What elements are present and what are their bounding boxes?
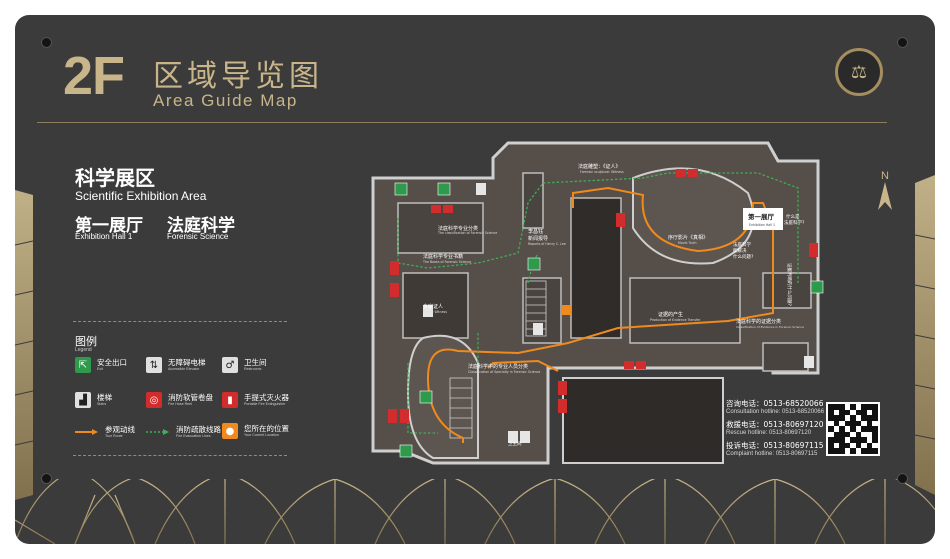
extinguisher-icon: ▮ <box>222 392 238 408</box>
topic-name: 法庭科学 <box>167 216 235 236</box>
map-label: 法庭雕塑：《证人》 <box>578 163 621 170</box>
page-title-en: Area Guide Map <box>153 91 298 110</box>
map-label: 法庭科学中的专业人员分类 <box>468 363 528 370</box>
north-arrow-icon <box>878 182 892 210</box>
elevator-icon: ⇅ <box>146 357 162 373</box>
map-label: 什么问题? <box>733 253 754 260</box>
legend-label: 参观动线 <box>105 425 135 434</box>
contact-phone-en: Rescue hotline: 0513-80697120 <box>726 430 812 436</box>
exit-icon: ⇱ <box>75 357 91 373</box>
map-label: 法庭科学专业书籍 <box>423 253 463 260</box>
legend-label: 卫生间 <box>244 358 267 367</box>
screw <box>41 473 52 484</box>
floor-plan: 法庭雕塑：《证人》 Forensic sculpture: Witness 李昌… <box>371 141 824 465</box>
contact-phone: 救援电话：0513-80697120 <box>726 420 824 429</box>
compass: N <box>877 170 893 213</box>
legend-label-en: Accessible Elevator <box>168 367 200 371</box>
legend-label: 安全出口 <box>97 358 127 367</box>
legend-label: 楼梯 <box>97 393 112 402</box>
legend-label-en: Tour Route <box>105 434 123 438</box>
location-icon: ● <box>222 423 238 439</box>
evacuation-line <box>146 429 169 435</box>
qr-code[interactable] <box>826 402 880 456</box>
legend-label: 消防疏散线路 <box>176 425 221 434</box>
map-label-en: Movie Truth <box>678 241 697 245</box>
map-label: 证据的产生 <box>658 311 683 318</box>
map-label-en: The classification of Forensic Science <box>437 231 497 235</box>
divider <box>73 455 287 456</box>
legend-title: 图例 <box>75 335 97 348</box>
map-label: 新闻报导 <box>528 235 548 242</box>
map-label: 证据判断的什么问题? <box>786 263 793 306</box>
screw <box>897 37 908 48</box>
map-label: 卫生间 <box>508 440 522 447</box>
screw <box>897 473 908 484</box>
contact-phone: 投诉电话：0513-80697115 <box>726 441 824 450</box>
legend-label: 消防软管卷盘 <box>168 393 213 402</box>
legend-label: 您所在的位置 <box>244 424 289 433</box>
map-label-en: The Books of Forensic Science <box>422 260 471 264</box>
topic-name-en: Forensic Science <box>167 232 229 241</box>
map-label-en: Expert Witness <box>423 310 447 314</box>
contact-phone-en: Complaint hotline: 0513-80697115 <box>726 451 818 457</box>
map-label: 李昌钰 <box>528 228 543 235</box>
legend-label-en: Fire Hose Reel <box>168 402 192 406</box>
map-label-en: Classification of Evidence in Forensic S… <box>736 325 804 329</box>
contact-phone: 咨询电话：0513-68520066 <box>726 399 824 408</box>
legend-item: ▮ 手提式灭火器 Portable Fire Extinguisher <box>222 392 289 408</box>
area-name: 科学展区 <box>75 166 155 190</box>
north-label: N <box>881 170 889 182</box>
map-label-en: Production of Evidence Transfer <box>650 318 701 322</box>
screw <box>41 37 52 48</box>
contact-list: 咨询电话：0513-68520066 Consultation hotline:… <box>726 399 824 462</box>
legend-label-en: Your Current Location <box>244 433 279 437</box>
fire-hose-icon: ◎ <box>146 392 162 408</box>
title-divider <box>37 122 887 123</box>
scales-of-justice-emblem: ⚖ <box>835 48 883 96</box>
legend-label-en: Exit <box>97 367 103 371</box>
legend-title-en: Legend <box>75 347 92 353</box>
hall-name: 第一展厅 <box>75 216 143 236</box>
legend-label: 无障碍电梯 <box>168 358 206 367</box>
map-label: 专家证人 <box>423 303 443 310</box>
map-label-en: Reports of Henry C. Lee <box>528 242 566 246</box>
legend-label: 手提式灭火器 <box>244 393 289 402</box>
legend-label-en: Portable Fire Extinguisher <box>244 402 286 406</box>
legend-label-en: Stairs <box>97 402 107 406</box>
tour-route-line <box>75 429 98 435</box>
legend-label-en: Fire Evacuation Lines <box>176 434 211 438</box>
legend-item: ● 您所在的位置 Your Current Location <box>222 423 289 439</box>
map-label-en: Exhibition Hall 1 <box>749 223 775 227</box>
legend-item: ♂ 卫生间 Restrooms <box>222 357 267 373</box>
map-label: 第一展厅 <box>748 212 775 221</box>
floor-number: 2F <box>63 46 125 106</box>
legend-label-en: Restrooms <box>244 367 262 371</box>
stairs-icon: ▟ <box>75 392 91 408</box>
legend-item: 参观动线 Tour Route <box>75 425 135 439</box>
map-label: 能解决 <box>733 247 747 254</box>
divider <box>73 321 287 322</box>
legend-item: ◎ 消防软管卷盘 Fire Hose Reel <box>146 392 213 408</box>
legend-item: ⇅ 无障碍电梯 Accessible Elevator <box>146 357 206 373</box>
legend-item: 消防疏散线路 Fire Evacuation Lines <box>146 425 221 439</box>
map-label: 法庭科学 <box>733 241 751 248</box>
map-label: 法庭科学的证据分类 <box>736 318 781 325</box>
map-label-en: Classification of Specialty in Forensic … <box>468 370 540 374</box>
page-title: 区域导览图 <box>153 59 323 94</box>
map-label-en: Forensic sculpture: Witness <box>580 170 624 174</box>
map-label: 法庭科学? <box>784 219 805 226</box>
map-label: 什么是 <box>786 213 800 220</box>
legend-item: ▟ 楼梯 Stairs <box>75 392 112 408</box>
contact-phone-en: Consultation hotline: 0513-68520066 <box>726 409 825 415</box>
restroom-icon: ♂ <box>222 357 238 373</box>
map-label: 法庭科学专业分类 <box>438 225 478 232</box>
hall-name-en: Exhibition Hall 1 <box>75 232 133 241</box>
area-name-en: Scientific Exhibition Area <box>75 189 207 203</box>
legend-item: ⇱ 安全出口 Exit <box>75 357 127 373</box>
map-label: 序厅影片《真相》 <box>668 234 708 241</box>
guide-board: 2F 区域导览图 Area Guide Map ⚖ 科学展区 Scientifi… <box>15 15 935 544</box>
